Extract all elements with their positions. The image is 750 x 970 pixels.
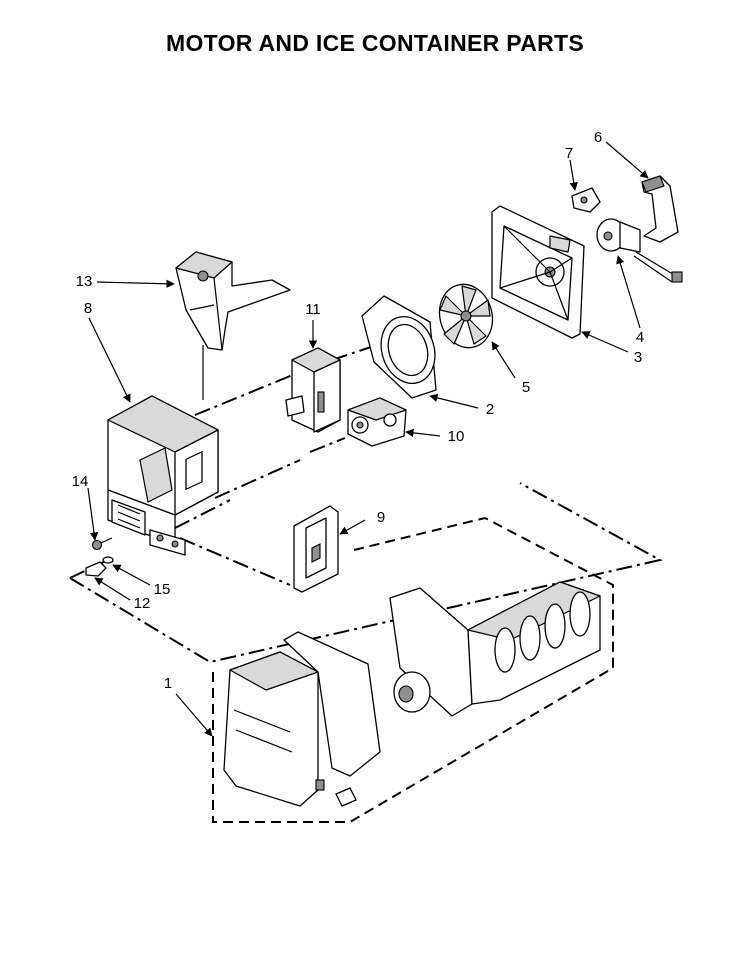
callout-11: 11	[305, 301, 321, 318]
callout-10: 10	[448, 428, 465, 445]
part-5-fan-blade[interactable]	[433, 278, 500, 353]
page-title: MOTOR AND ICE CONTAINER PARTS	[165, 30, 585, 56]
part-15-washer[interactable]	[102, 556, 114, 564]
callout-15: 15	[154, 581, 171, 598]
part-8-auger-motor-housing[interactable]	[107, 395, 219, 556]
callout-13: 13	[76, 273, 93, 290]
callout-14: 14	[72, 473, 89, 490]
ice-bucket-assembly[interactable]	[389, 581, 601, 717]
callout-3: 3	[634, 349, 642, 366]
part-13-duct[interactable]	[175, 251, 291, 351]
part-3-ice-maker-housing[interactable]	[491, 205, 585, 339]
callout-8: 8	[84, 300, 92, 317]
callout-9: 9	[377, 509, 385, 526]
callout-1: 1	[164, 675, 172, 692]
part-2-fan-shroud[interactable]	[361, 295, 443, 399]
leader-lines	[87, 141, 649, 737]
part-9-gasket[interactable]	[293, 505, 339, 593]
callout-2: 2	[486, 401, 494, 418]
assembly-outline-lower	[212, 516, 614, 823]
callout-7: 7	[565, 145, 573, 162]
part-4-fan-motor[interactable]	[596, 218, 683, 283]
callout-6: 6	[594, 129, 602, 146]
callout-5: 5	[522, 379, 530, 396]
part-1-ice-container-front-cover[interactable]	[223, 631, 381, 807]
callout-4: 4	[636, 329, 644, 346]
callout-12: 12	[134, 595, 151, 612]
part-7-motor-clip[interactable]	[571, 187, 601, 213]
part-12-clip[interactable]	[85, 561, 107, 577]
part-10-auger-motor[interactable]	[347, 397, 407, 447]
callout-labels: 13 8 11 2 10 9 14 15 12 5 3 4 7 6 1	[72, 129, 645, 692]
part-11-switch-assembly[interactable]	[285, 347, 341, 433]
part-6-motor-bracket[interactable]	[641, 175, 679, 243]
